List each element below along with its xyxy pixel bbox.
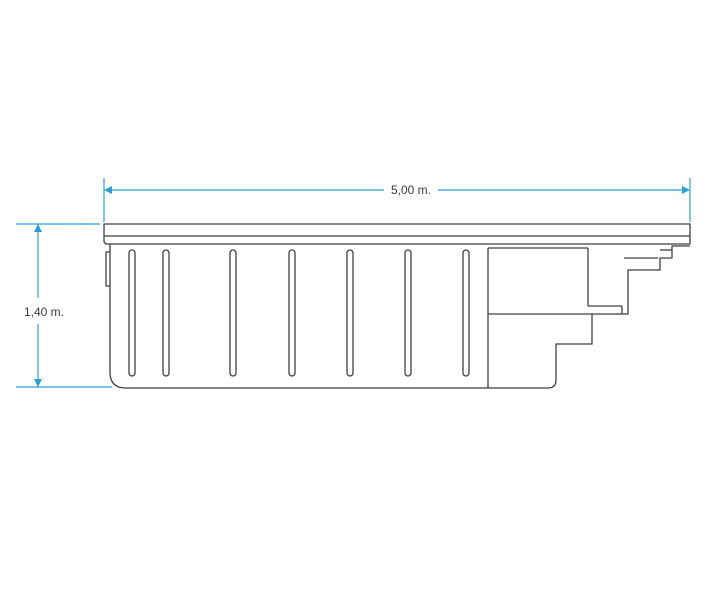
pool-left-flange bbox=[105, 251, 110, 287]
pool-rib-7 bbox=[462, 249, 470, 377]
pool-rib-2 bbox=[162, 249, 170, 377]
pool-rib-3 bbox=[229, 249, 237, 377]
pool-rib-5 bbox=[346, 249, 354, 377]
width-label: 5,00 m. bbox=[391, 183, 431, 197]
pool-rib-6 bbox=[404, 249, 412, 377]
pool-rib-4 bbox=[288, 249, 296, 377]
pool-rib-1 bbox=[128, 249, 136, 377]
pool-ribs bbox=[128, 249, 470, 377]
width-dimension: 5,00 m. bbox=[103, 178, 691, 222]
height-dimension: 1,40 m. bbox=[16, 223, 112, 388]
height-label: 1,40 m. bbox=[24, 305, 64, 319]
pool-body bbox=[103, 223, 691, 389]
pool-coping-rim bbox=[103, 223, 691, 245]
pool-shell-outline bbox=[109, 244, 690, 389]
